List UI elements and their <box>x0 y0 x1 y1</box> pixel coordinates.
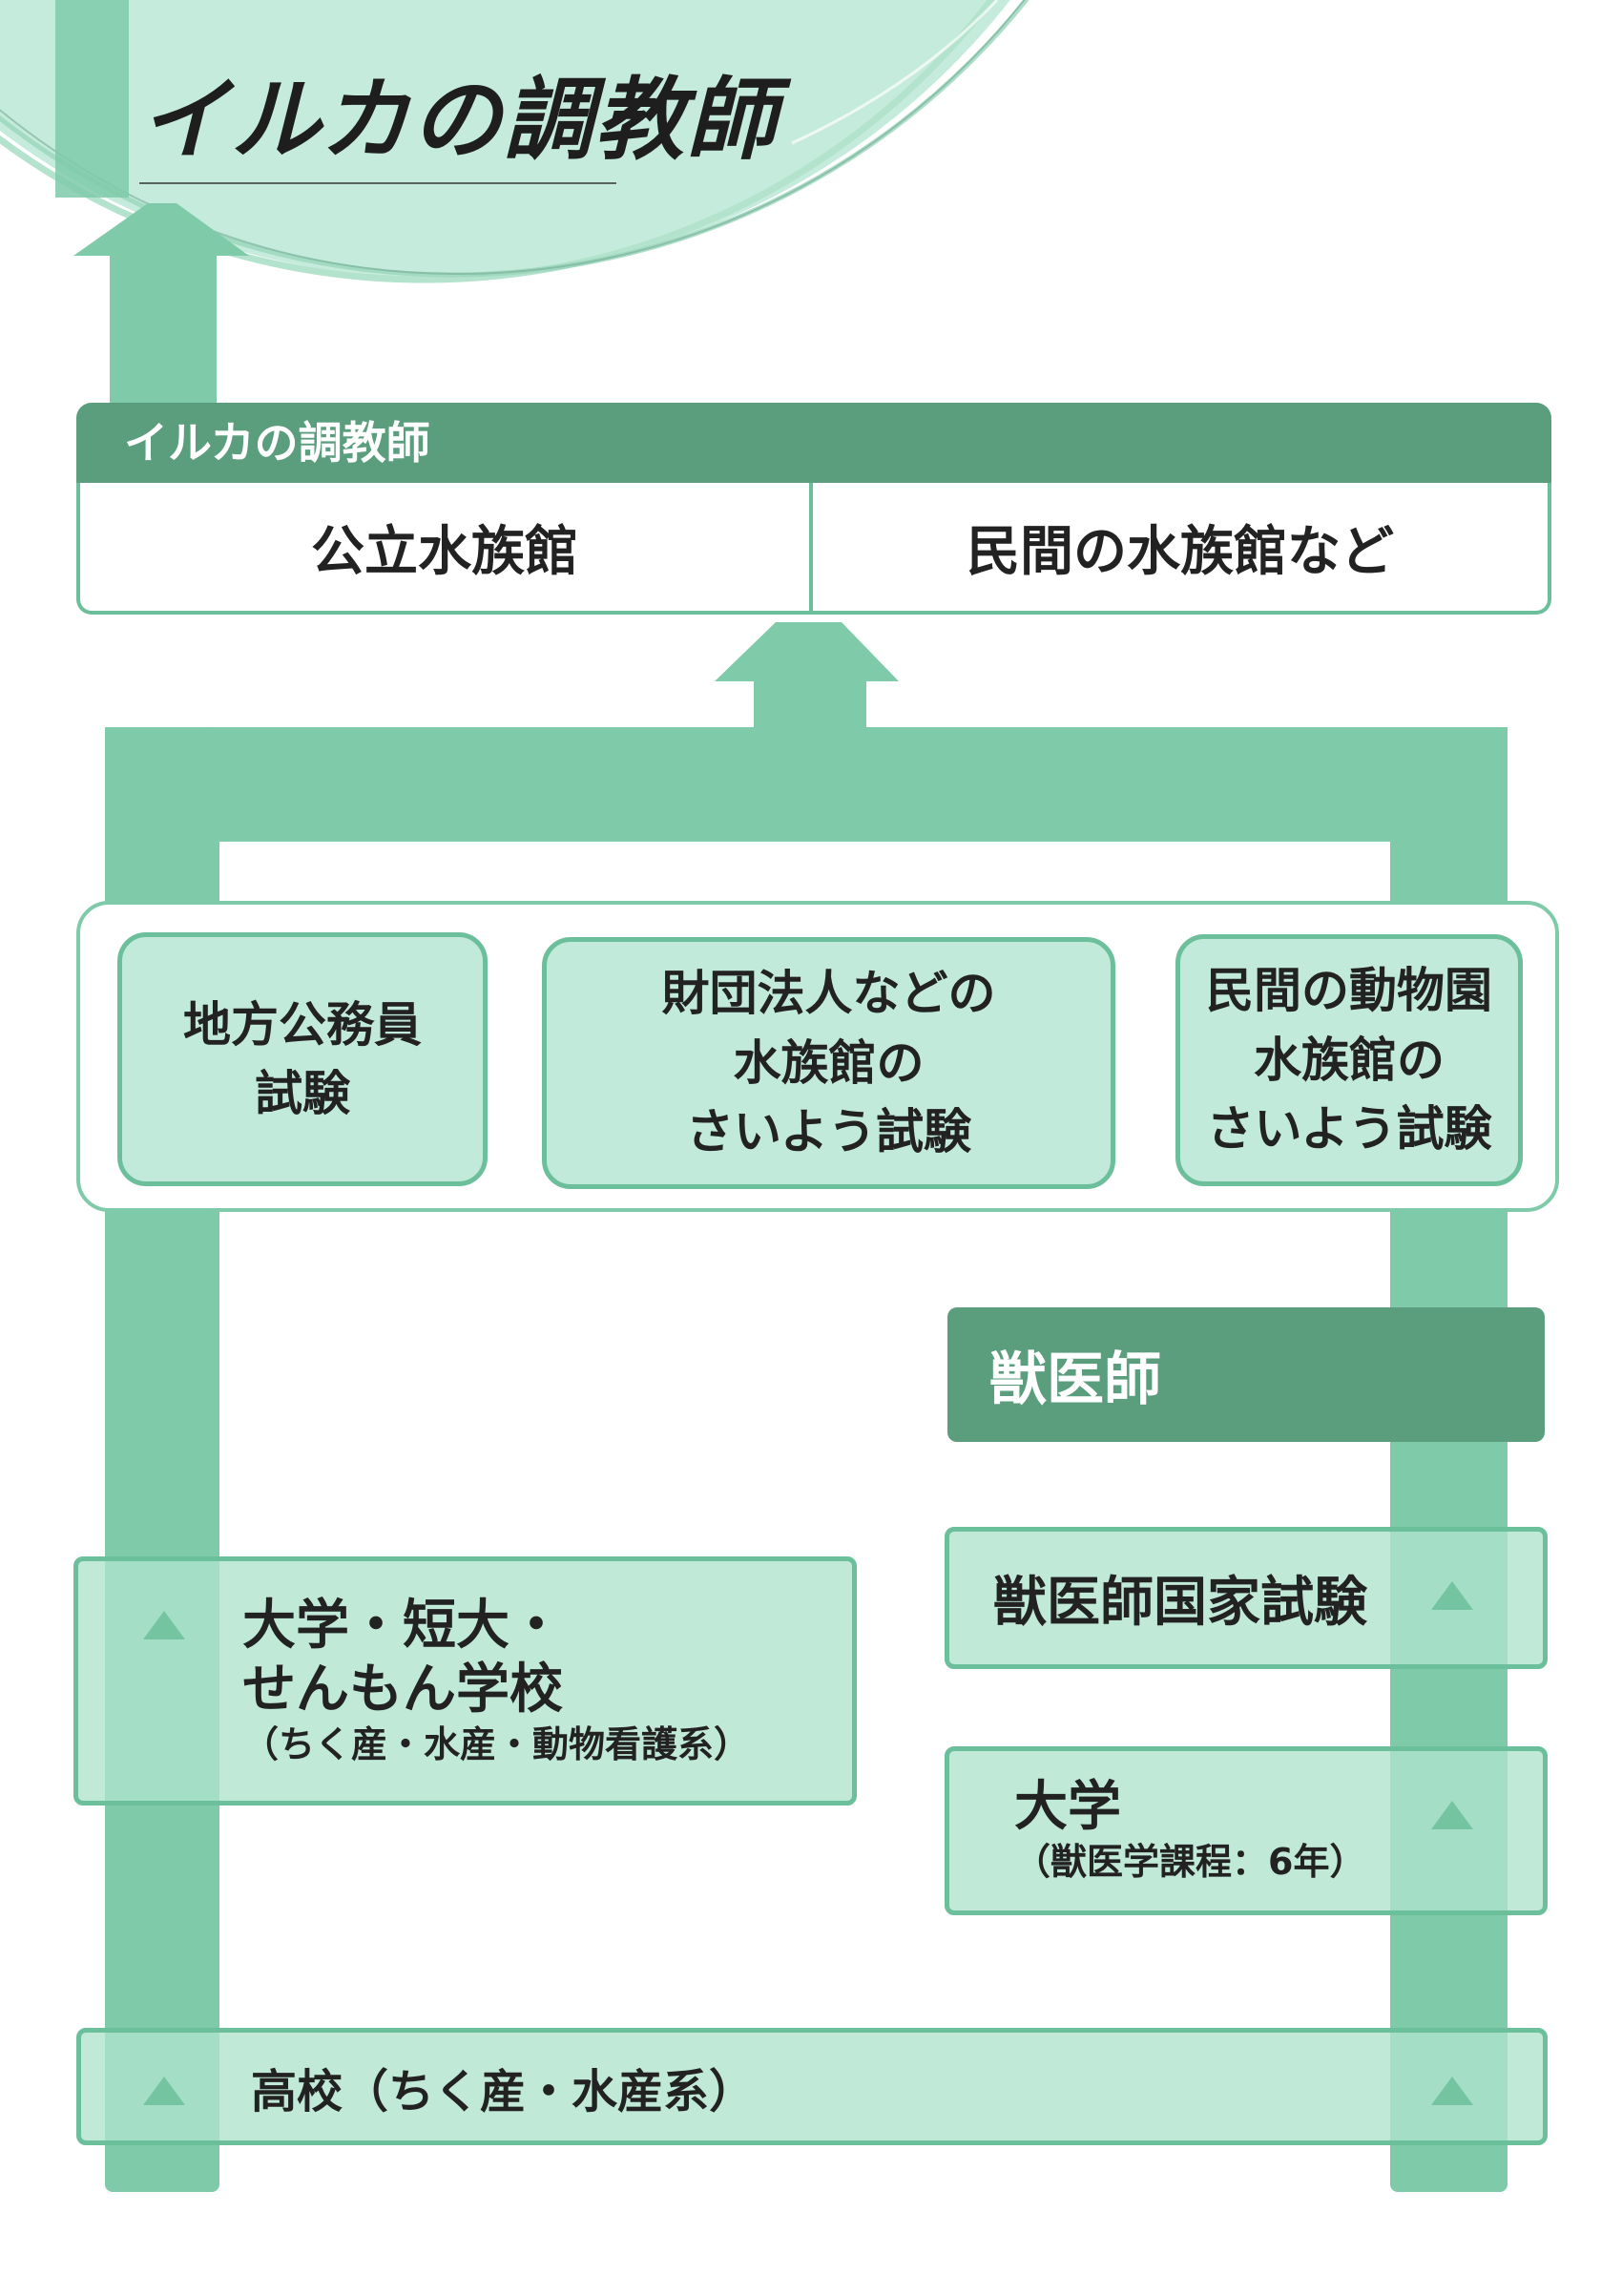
title-circle <box>0 0 1010 279</box>
college-note: （ちく産・水産・動物看護系） <box>242 1722 751 1765</box>
up-triangle-icon <box>1431 2077 1473 2105</box>
exam-line: 財団法人などの <box>661 966 996 1022</box>
brush-stroke <box>0 0 1026 275</box>
exam-line: さいよう試験 <box>686 1104 971 1160</box>
brush-stroke <box>0 0 995 283</box>
veterinarian-header: 獣医師 <box>947 1307 1545 1442</box>
exam-local-civil-service: 地方公務員 試験 <box>117 932 488 1186</box>
college-box: 大学・短大・ せんもん学校 （ちく産・水産・動物看護系） <box>73 1556 857 1805</box>
up-triangle-icon <box>1431 1581 1473 1610</box>
up-triangle-icon <box>143 2077 185 2105</box>
exam-private-zoo-aquarium: 民間の動物園 水族館の さいよう試験 <box>1175 934 1523 1186</box>
goal-header: イルカの調教師 <box>76 403 1551 483</box>
exam-line: さいよう試験 <box>1206 1101 1492 1158</box>
vet-university-note: （獣医学課程：6年） <box>1014 1841 1366 1884</box>
vet-university: 大学 （獣医学課程：6年） <box>945 1746 1548 1915</box>
arrow-shaft <box>110 254 217 404</box>
exam-line: 地方公務員 <box>183 996 422 1053</box>
title-backdrop <box>0 0 1029 283</box>
up-triangle-icon <box>1431 1801 1473 1829</box>
page-title: イルカの調教師 <box>139 68 779 173</box>
center-arrow <box>715 622 899 729</box>
title-underline <box>139 182 616 184</box>
college-line: 大学・短大・ <box>242 1594 563 1657</box>
high-school-box: 高校（ちく産・水産系） <box>76 2028 1548 2145</box>
arrow-shaft <box>754 679 866 729</box>
exam-line: 水族館の <box>733 1034 925 1091</box>
exam-line: 民間の動物園 <box>1206 963 1492 1019</box>
title-arrow <box>73 203 249 404</box>
vet-university-name: 大学 <box>1014 1776 1121 1839</box>
up-arrow-icon <box>715 622 899 681</box>
up-arrow-icon <box>73 203 249 256</box>
goal-box: イルカの調教師 公立水族館 民間の水族館など <box>76 403 1551 615</box>
college-line: せんもん学校 <box>242 1658 563 1721</box>
up-triangle-icon <box>143 1611 185 1639</box>
vet-national-exam: 獣医師国家試験 <box>945 1527 1548 1669</box>
exam-line: 水族館の <box>1254 1032 1445 1088</box>
title-accent-bar <box>55 0 129 198</box>
brush-highlight <box>791 0 999 145</box>
flow-bar-top <box>105 727 1508 842</box>
brush-stroke <box>0 0 1029 278</box>
exam-foundation-aquarium: 財団法人などの 水族館の さいよう試験 <box>542 937 1115 1189</box>
exam-line: 試験 <box>255 1066 350 1121</box>
workplace-public-aquarium: 公立水族館 <box>80 483 813 611</box>
workplace-private-aquarium: 民間の水族館など <box>967 520 1394 583</box>
workplace-row: 公立水族館 民間の水族館など <box>76 483 1551 615</box>
